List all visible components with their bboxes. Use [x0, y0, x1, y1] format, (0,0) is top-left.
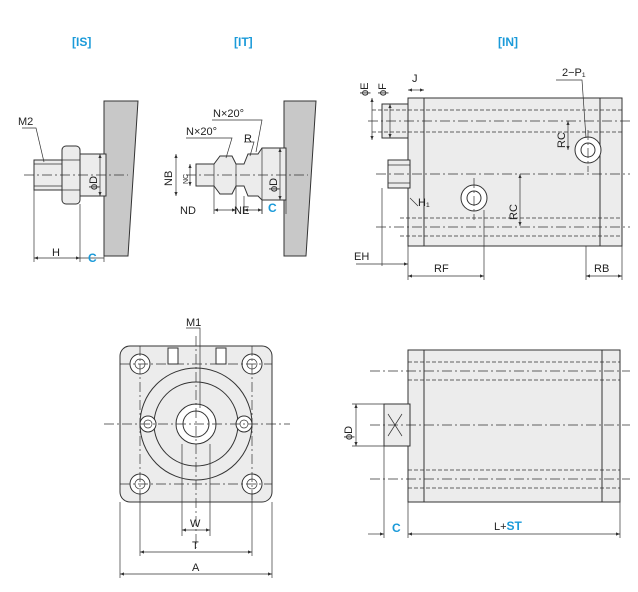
label-d-it: ϕD — [268, 178, 280, 192]
view-it: [IT] N×20° N×20° R NB NC ND NE ϕD — [163, 35, 317, 257]
label-nb: NB — [163, 171, 175, 186]
view-front: M1 W T A — [104, 317, 290, 578]
label-m2: M2 — [18, 116, 33, 128]
label-p1: 2−P₁ — [562, 67, 586, 79]
label-a: A — [192, 562, 200, 574]
label-rf: RF — [434, 263, 449, 275]
view-is: [IS] M2 ϕD H C — [18, 35, 139, 265]
label-c-is: C — [88, 251, 97, 265]
label-d-is: ϕD — [88, 176, 100, 190]
label-l-st: L+ST — [494, 519, 523, 533]
label-eh: EH — [354, 251, 369, 263]
label-e: ϕE — [359, 83, 371, 97]
label-t: T — [192, 540, 199, 552]
body-in — [407, 97, 623, 247]
label-l-prefix: L+ — [494, 521, 507, 533]
label-w: W — [190, 518, 201, 530]
label-rb: RB — [594, 263, 609, 275]
side-body — [407, 349, 621, 503]
label-ne: NE — [234, 205, 249, 217]
view-in: [IN] ϕE ϕF J 2−P₁ RC — [354, 35, 630, 280]
label-r: R — [244, 133, 252, 145]
label-nx20-bottom: N×20° — [186, 126, 217, 138]
label-j: J — [412, 73, 418, 85]
label-nc: NC — [183, 174, 190, 184]
header-it: [IT] — [234, 35, 253, 49]
mount-wall-it — [283, 100, 317, 257]
label-rc-bottom: RC — [508, 204, 520, 220]
view-side: ϕD C L+ST — [343, 349, 630, 538]
label-nd: ND — [180, 205, 196, 217]
label-c-it: C — [268, 201, 277, 215]
mount-wall-is — [103, 100, 139, 257]
label-rc-top: RC — [556, 132, 568, 148]
header-in: [IN] — [498, 35, 518, 49]
label-h1: H₁ — [418, 197, 430, 209]
label-st: ST — [507, 519, 523, 533]
label-h: H — [52, 247, 60, 259]
label-nx20-top: N×20° — [213, 108, 244, 120]
label-d-side: ϕD — [343, 426, 355, 440]
label-m1: M1 — [186, 317, 201, 329]
label-c-side: C — [392, 521, 401, 535]
header-is: [IS] — [72, 35, 91, 49]
label-f: ϕF — [377, 83, 389, 96]
